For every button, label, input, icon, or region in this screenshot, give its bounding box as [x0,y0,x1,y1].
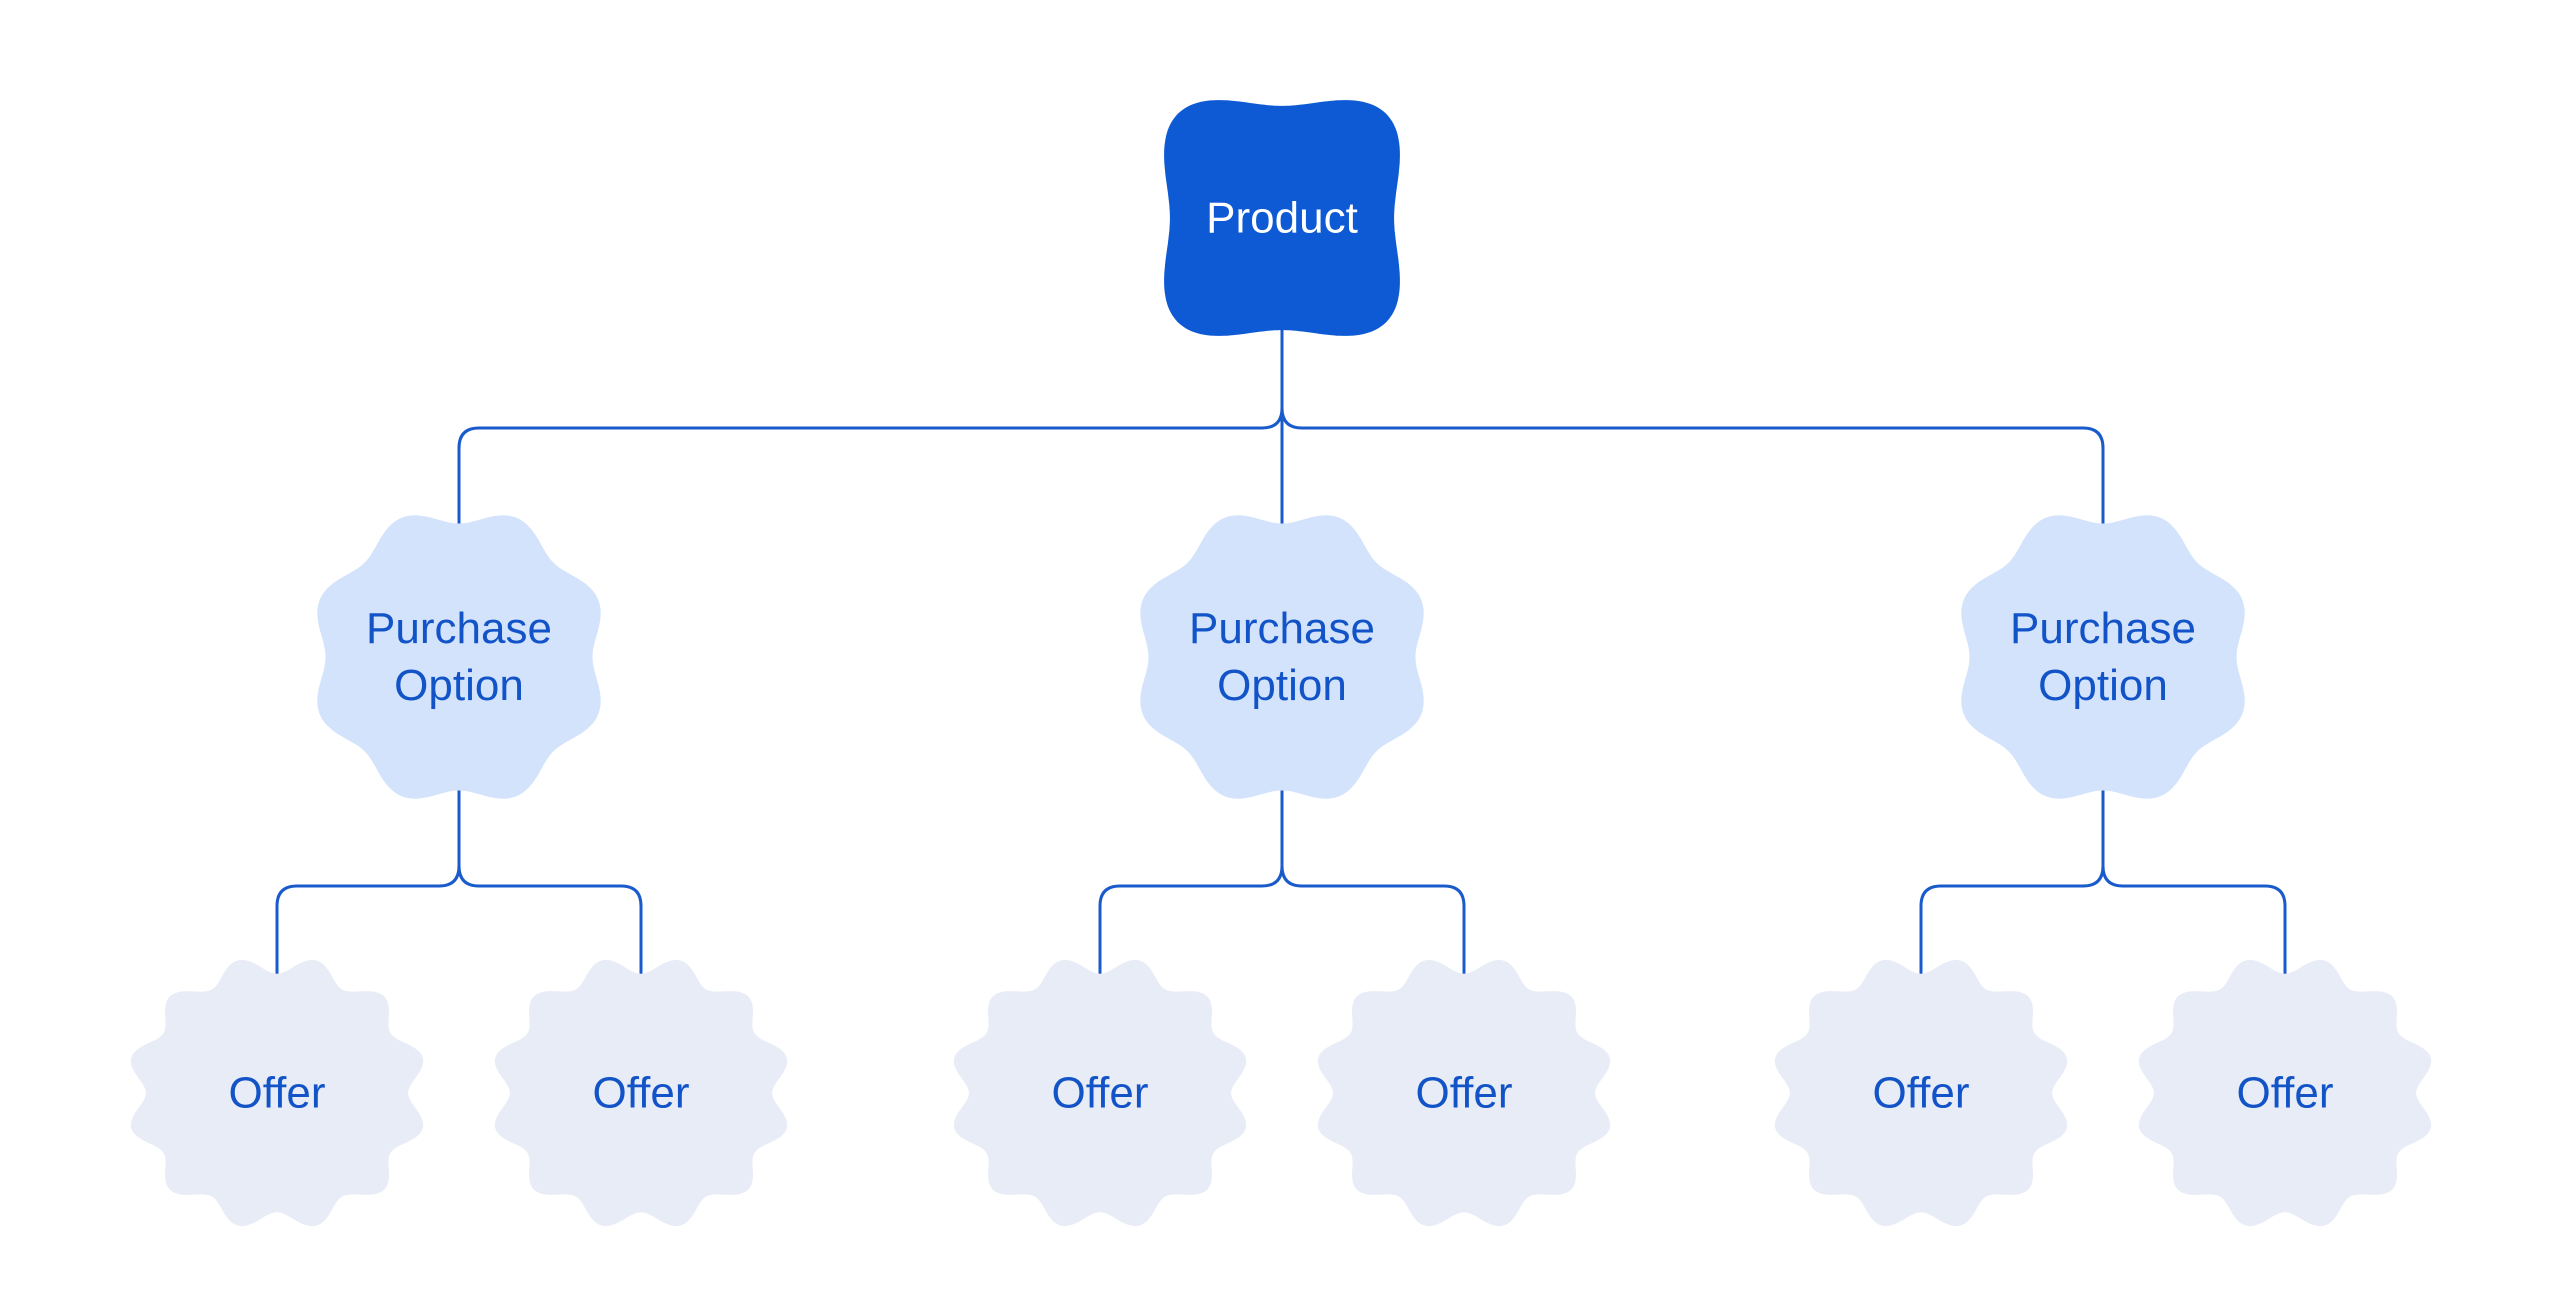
connector-purchase-branch [457,657,643,1093]
node-shape-purchase-option-3 [1961,515,2245,799]
connector-purchase-branch [1280,657,1466,1093]
connector-root-branch [1280,218,2105,657]
connector-root-branch [457,218,1284,657]
node-shape-offer-4 [1317,959,1611,1227]
node-shape-purchase-option-2 [1140,515,1424,799]
node-shape-offer-5 [1774,959,2068,1227]
node-shape-offer-3 [953,959,1247,1227]
connector-purchase-branch [1098,657,1284,1093]
connector-purchase-branch [275,657,461,1093]
connector-purchase-branch [2101,657,2287,1093]
node-shape-purchase-option-1 [317,515,601,799]
node-shape-product [1164,100,1400,336]
node-shape-offer-6 [2138,959,2432,1227]
node-shape-offer-1 [130,959,424,1227]
node-shape-offer-2 [494,959,788,1227]
connector-purchase-branch [1919,657,2105,1093]
